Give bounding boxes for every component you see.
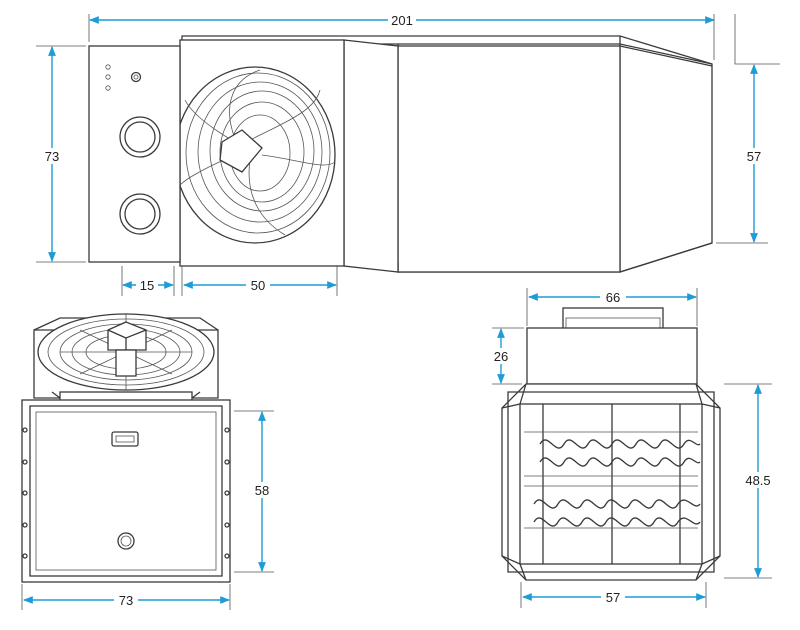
dim-label-overall-length: 201 bbox=[391, 13, 413, 28]
dim-label-side-height: 73 bbox=[45, 149, 59, 164]
dim-label-body-height: 57 bbox=[747, 149, 761, 164]
dim-label-top-box-height: 26 bbox=[494, 349, 508, 364]
fan-housing bbox=[179, 39, 345, 267]
fan-guard-side bbox=[174, 66, 336, 244]
side-view: 201 73 57 15 50 bbox=[36, 12, 780, 296]
round-port bbox=[119, 193, 161, 235]
top-box bbox=[526, 327, 698, 385]
dim-label-top-box-width: 66 bbox=[606, 290, 620, 305]
front-view: 58 73 bbox=[21, 313, 274, 610]
fan-hub bbox=[219, 129, 263, 173]
front-panel bbox=[21, 399, 231, 583]
handle bbox=[111, 431, 139, 447]
dim-label-front-height: 58 bbox=[255, 483, 269, 498]
heating-coils bbox=[533, 439, 701, 527]
dim-label-front-width: 73 bbox=[119, 593, 133, 608]
dim-label-rear-height: 48.5 bbox=[745, 473, 770, 488]
fan-hub-front bbox=[107, 321, 147, 351]
indicator-light-icon bbox=[105, 85, 111, 91]
dim-label-control-panel: 15 bbox=[140, 278, 154, 293]
dim-label-rear-width: 57 bbox=[606, 590, 620, 605]
rear-frame bbox=[501, 383, 721, 581]
transition-piece bbox=[343, 39, 399, 273]
duct-section bbox=[397, 45, 621, 273]
control-panel bbox=[88, 45, 181, 263]
drain-port bbox=[117, 532, 135, 550]
indicator-light-icon bbox=[105, 74, 111, 80]
indicator-light-icon bbox=[105, 64, 111, 70]
dim-label-fan-section: 50 bbox=[251, 278, 265, 293]
control-knob-icon bbox=[130, 71, 142, 83]
rear-view: 66 26 48.5 57 bbox=[489, 288, 776, 608]
round-port bbox=[119, 116, 161, 158]
